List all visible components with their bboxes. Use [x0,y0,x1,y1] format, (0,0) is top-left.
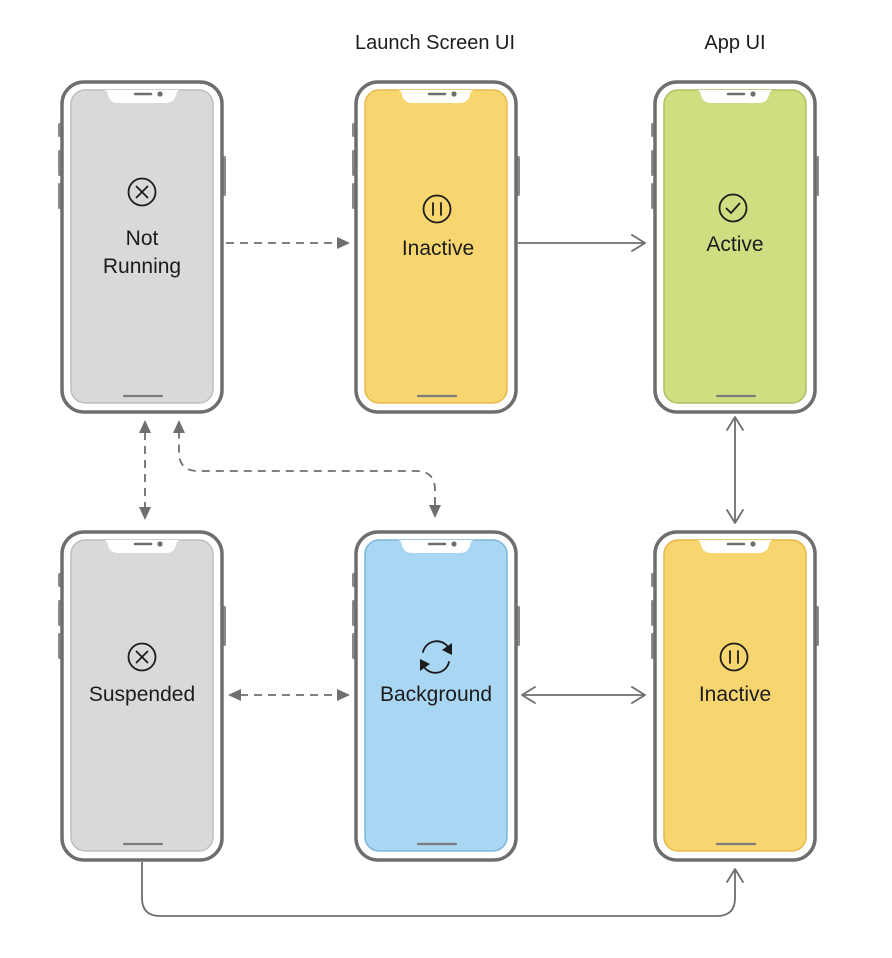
phone-not-running: Not Running [58,80,226,414]
x-circle-icon [127,177,157,207]
state-label-app-inactive: Inactive [699,683,771,706]
arrow-active-app-inactive [726,416,744,524]
arrow-background-to-notrunning [173,420,441,518]
arrow-background-app-inactive [521,686,646,704]
pause-circle-icon [422,194,452,224]
arrow-suspended-to-app-inactive [141,862,744,917]
refresh-cycle-icon [420,640,452,674]
phone-active: Active [651,80,819,414]
state-label-running: Running [103,255,181,278]
x-circle-icon [127,642,157,672]
state-label-suspended: Suspended [89,683,195,706]
arrow-launch-inactive-to-active [518,234,646,252]
pause-circle-icon [719,642,749,672]
state-label-background: Background [380,683,492,706]
phone-app-inactive: Inactive [651,530,819,862]
arrow-suspended-background [228,689,350,701]
phone-suspended: Suspended [58,530,226,862]
phone-background: Background [352,530,520,862]
state-label-not: Not [126,227,159,250]
connectors [139,234,744,917]
app-ui-header: App UI [704,32,766,54]
state-label-launch-inactive: Inactive [402,237,474,260]
check-circle-icon [718,193,748,223]
phone-launch-inactive: Inactive [352,80,520,414]
arrow-notrunning-suspended [139,420,151,520]
arrow-notrunning-to-launch-inactive [226,237,350,249]
state-label-active: Active [706,233,763,256]
launch-screen-ui-header: Launch Screen UI [354,32,516,54]
